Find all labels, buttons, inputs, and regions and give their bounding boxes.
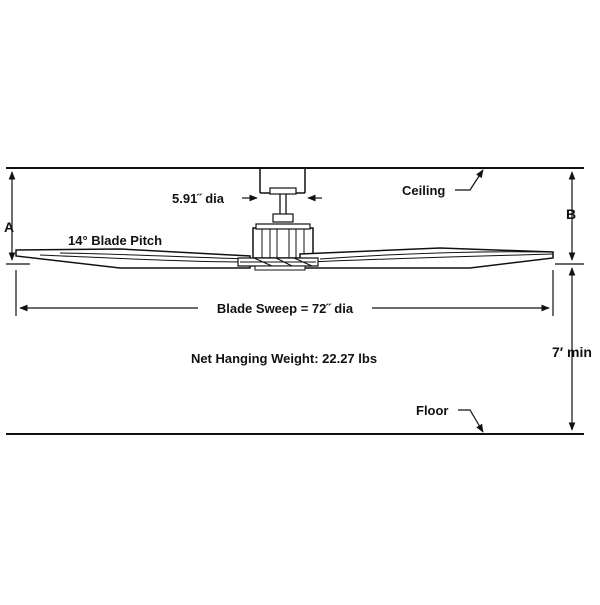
motor-housing bbox=[252, 223, 314, 259]
net-weight-label: Net Hanging Weight: 22.27 lbs bbox=[191, 351, 377, 366]
blade-sweep-dimension bbox=[15, 270, 554, 316]
left-blade bbox=[15, 248, 251, 269]
dimension-a bbox=[6, 171, 30, 265]
ceiling-label: Ceiling bbox=[402, 183, 445, 198]
blade-hub bbox=[237, 257, 319, 271]
downrod bbox=[272, 194, 294, 223]
floor-label: Floor bbox=[416, 403, 449, 418]
right-blade bbox=[299, 247, 554, 269]
blade-pitch-label: 14° Blade Pitch bbox=[68, 233, 162, 248]
dimension-b-label: B bbox=[566, 206, 576, 222]
downrod-dia-label: 5.91˝ dia bbox=[172, 191, 225, 206]
blade-sweep-label: Blade Sweep = 72˝ dia bbox=[217, 301, 354, 316]
dimension-a-label: A bbox=[4, 219, 14, 235]
min-height-label: 7′ min bbox=[552, 344, 592, 360]
canopy bbox=[259, 168, 306, 195]
ceiling-leader bbox=[455, 169, 484, 191]
floor-leader bbox=[458, 409, 484, 433]
